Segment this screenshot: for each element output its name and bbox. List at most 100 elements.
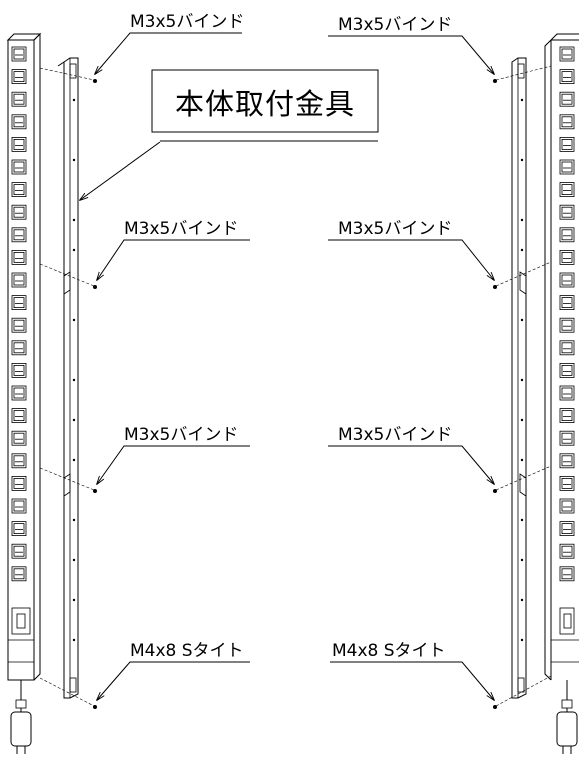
bracket-hole (520, 598, 524, 602)
right-power-strip (544, 33, 579, 754)
bracket-hole (72, 318, 76, 322)
bracket-hole (72, 158, 76, 162)
outlet-icon (11, 340, 27, 356)
screw-icon (493, 79, 497, 83)
bracket-hole (72, 558, 76, 562)
bracket-hole (72, 418, 76, 422)
outlet-icon (11, 362, 27, 378)
bracket-hole (72, 598, 76, 602)
outlet-icon (11, 566, 27, 582)
left-power-strip (6, 32, 42, 754)
outlet-icon (11, 543, 27, 559)
outlet-icon (559, 114, 575, 130)
outlet-icon (11, 249, 27, 265)
callout-left-1-label: M3x5バインド (130, 12, 244, 32)
right-alignment-lines (495, 65, 552, 707)
outlet-icon (559, 521, 575, 536)
outlet-icon (11, 69, 27, 84)
right-leaders (328, 35, 494, 700)
bracket-title-label: 本体取付金具 (175, 87, 355, 121)
bracket-hole (72, 98, 76, 102)
left-outlet-column (11, 46, 27, 582)
outlet-icon (559, 91, 575, 107)
right-outlet-column (559, 46, 575, 582)
bracket-hole (520, 158, 524, 162)
outlet-icon (11, 46, 27, 62)
outlet-icon (559, 204, 575, 220)
outlet-icon (11, 453, 27, 469)
outlet-icon (11, 227, 27, 243)
screw-icon (493, 489, 497, 493)
outlet-icon (559, 566, 575, 582)
bracket-hole (520, 218, 524, 222)
bracket-hole (72, 518, 76, 522)
callout-right-1-label: M3x5バインド (338, 15, 452, 35)
outlet-icon (11, 204, 27, 220)
outlet-icon (11, 317, 27, 333)
callout-right-4-label: M4x8 Sタイト (332, 641, 446, 661)
outlet-icon (559, 159, 575, 175)
outlet-icon (559, 453, 575, 469)
outlet-icon (11, 114, 27, 130)
outlet-icon (11, 295, 27, 311)
screw-icon (93, 705, 97, 709)
bracket-hole (72, 218, 76, 222)
outlet-icon (559, 385, 575, 401)
left-leaders (80, 32, 250, 700)
bracket-hole (520, 558, 524, 562)
bracket-hole (72, 248, 76, 252)
bracket-hole (520, 638, 524, 642)
bracket-hole (520, 248, 524, 252)
callout-right-3-label: M3x5バインド (338, 425, 452, 445)
outlet-icon (559, 475, 575, 491)
bracket-hole (520, 458, 524, 462)
bracket-hole (520, 98, 524, 102)
outlet-icon (11, 521, 27, 536)
outlet-icon (11, 475, 27, 491)
outlet-icon (559, 227, 575, 243)
outlet-icon (11, 136, 27, 152)
left-mounting-bracket (57, 57, 79, 699)
screw-icon (93, 489, 97, 493)
screw-icon (493, 285, 497, 289)
outlet-icon (559, 362, 575, 378)
outlet-icon (559, 136, 575, 152)
outlet-icon (559, 543, 575, 559)
bracket-hole (520, 418, 524, 422)
left-screws (93, 79, 97, 709)
outlet-icon (559, 430, 575, 446)
outlet-icon (559, 317, 575, 333)
outlet-icon (559, 249, 575, 265)
callout-left-3-label: M3x5バインド (124, 425, 238, 445)
outlet-icon (11, 430, 27, 446)
outlet-icon (559, 408, 575, 424)
bracket-hole (72, 458, 76, 462)
outlet-icon (11, 385, 27, 401)
outlet-icon (11, 498, 27, 514)
outlet-icon (559, 340, 575, 356)
screw-icon (493, 705, 497, 709)
left-alignment-lines (39, 67, 95, 707)
callout-right-2-label: M3x5バインド (338, 219, 452, 239)
right-screws (493, 79, 497, 709)
bracket-title-callout: 本体取付金具 (151, 69, 379, 142)
outlet-icon (11, 91, 27, 107)
outlet-icon (559, 272, 575, 288)
outlet-icon (559, 182, 575, 198)
outlet-icon (559, 498, 575, 514)
bracket-hole (72, 378, 76, 382)
callout-left-2-label: M3x5バインド (124, 219, 238, 239)
screw-icon (93, 79, 97, 83)
bracket-hole (72, 638, 76, 642)
outlet-icon (11, 272, 27, 288)
outlet-icon (559, 295, 575, 311)
right-mounting-bracket (511, 57, 527, 699)
callout-left-4-label: M4x8 Sタイト (130, 641, 244, 661)
bracket-hole (520, 518, 524, 522)
outlet-icon (559, 46, 575, 62)
outlet-icon (11, 159, 27, 175)
bracket-hole (520, 318, 524, 322)
bracket-hole (520, 378, 524, 382)
outlet-icon (11, 408, 27, 424)
